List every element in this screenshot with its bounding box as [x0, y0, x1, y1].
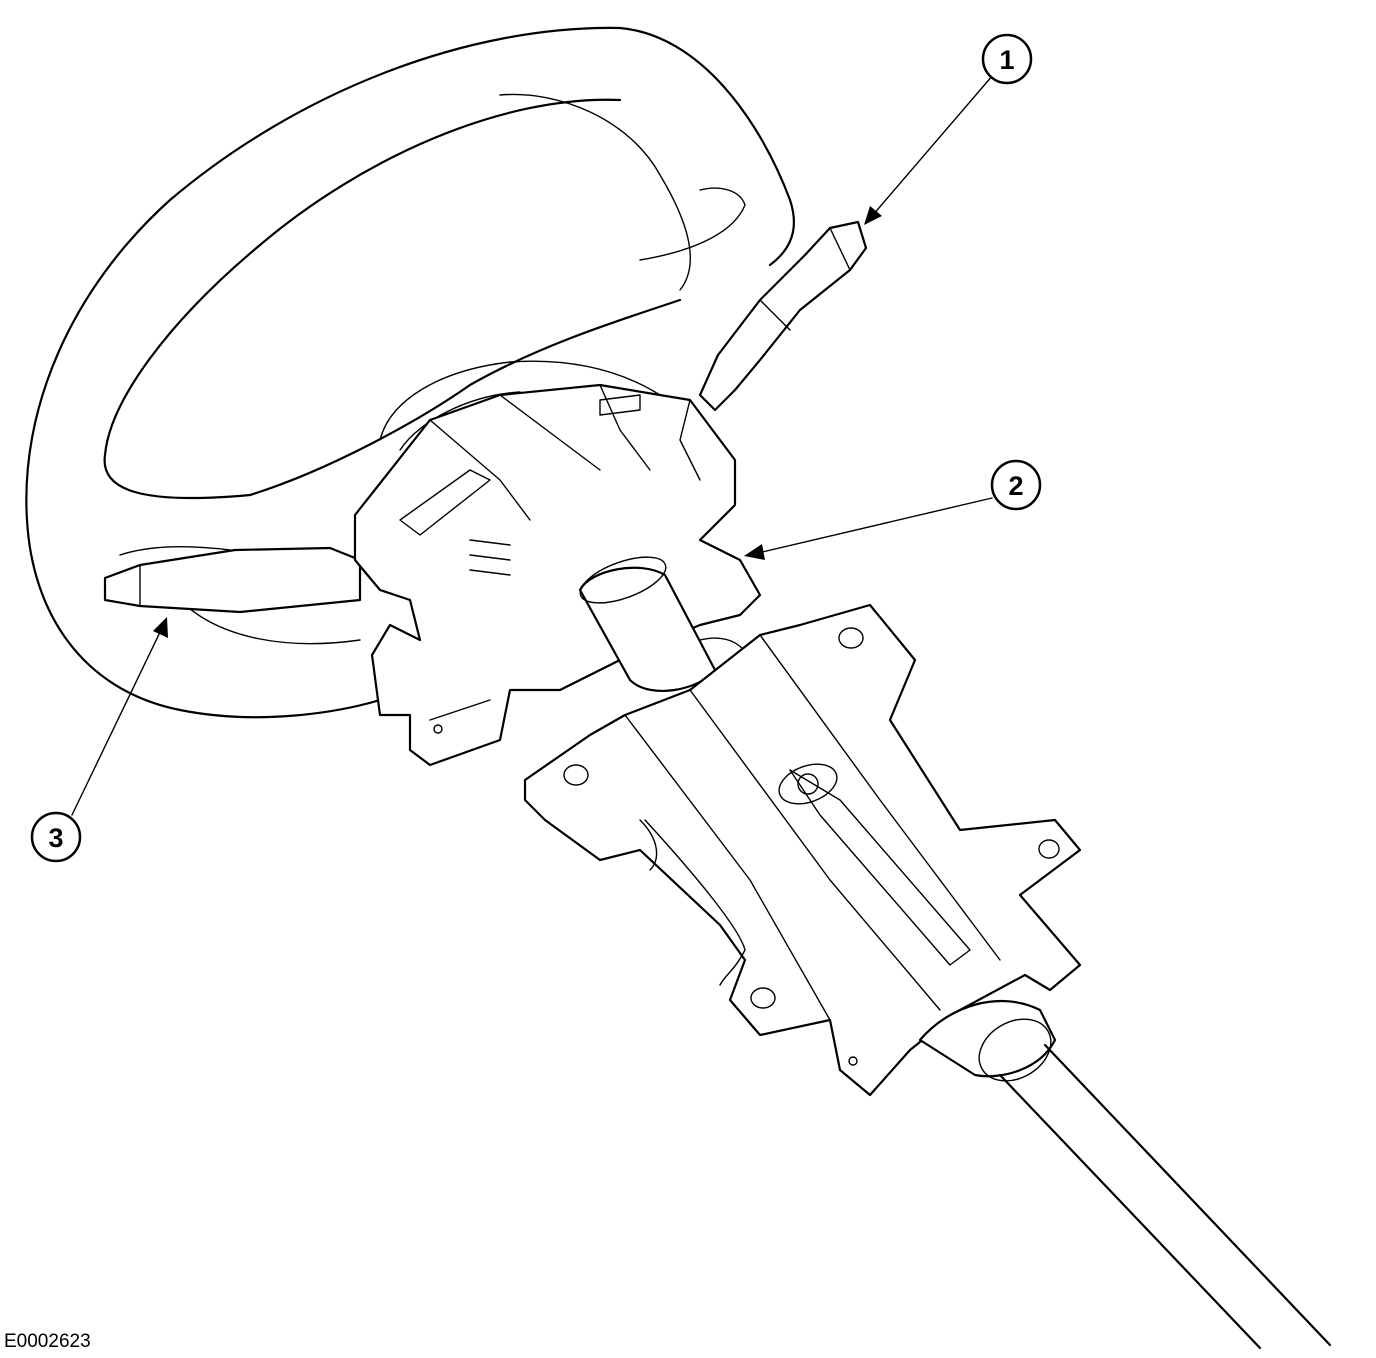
right-stalk-switch — [698, 220, 868, 412]
arrowhead-2 — [744, 544, 765, 560]
column-mounting-bracket — [523, 603, 1082, 1097]
steering-wheel — [25, 26, 795, 719]
leader-line-3 — [71, 627, 163, 816]
callout-2-label: 2 — [1008, 471, 1023, 501]
leader-lines — [71, 74, 994, 816]
column-lower-shaft — [918, 1000, 1332, 1350]
callout-3: 3 — [30, 811, 82, 863]
figure-id: E0002623 — [4, 1331, 91, 1352]
leader-line-2 — [757, 497, 993, 554]
arrowhead-1 — [864, 206, 882, 225]
callout-1: 1 — [981, 33, 1033, 85]
arrowhead-3 — [153, 617, 168, 638]
left-stalk-switch — [103, 546, 362, 614]
callout-2: 2 — [990, 459, 1042, 511]
callout-3-label: 3 — [48, 823, 63, 853]
callout-1-label: 1 — [999, 45, 1014, 75]
multifunction-switch-housing — [353, 383, 762, 767]
leader-line-1 — [871, 74, 994, 217]
